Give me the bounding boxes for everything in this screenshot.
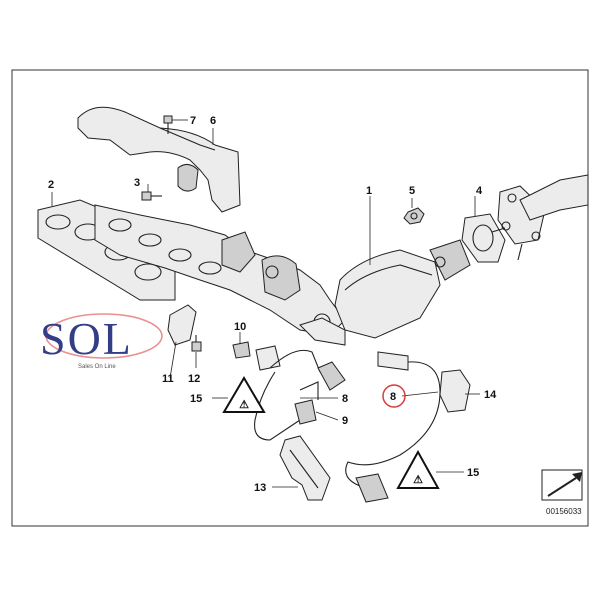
callout-1: 1 [366,185,372,197]
bracket-11 [167,304,197,346]
callout-15-right: 15 [467,467,479,479]
sol-logo: SOL Sales On Line [40,313,163,370]
bracket-13 [279,435,331,501]
warning-triangle-icon: ⚠ [222,376,266,413]
callout-4: 4 [476,185,483,197]
callout-3: 3 [134,177,140,189]
arrow-view-icon [541,469,583,501]
stud-bolt-3 [141,191,162,201]
callout-14: 14 [484,389,497,401]
bolt-12 [191,335,202,352]
callout-12: 12 [188,373,200,385]
warning-triangle-icon: ⚠ [396,449,440,489]
clip-14 [439,369,471,413]
clip-9 [294,399,317,425]
logo-tagline: Sales On Line [78,364,116,370]
oxygen-sensor-right [345,351,441,503]
callout-9: 9 [342,415,348,427]
highlight-ring [382,384,406,408]
callout-10: 10 [234,321,246,333]
svg-text:⚠: ⚠ [239,399,249,411]
leader-lines [51,119,480,488]
oxygen-sensor-left [254,345,346,441]
callout-6: 6 [210,115,216,127]
bolt-7 [163,115,173,134]
callout-13: 13 [254,482,266,494]
logo-text: SOL [40,313,133,364]
callout-11: 11 [162,373,174,385]
document-number: 00156033 [546,507,582,516]
svg-text:⚠: ⚠ [413,474,423,486]
clip-10 [232,341,251,359]
callout-15-left: 15 [190,393,202,405]
callout-8-left: 8 [342,393,348,405]
flange-gasket [461,213,506,263]
nut-5 [403,207,425,225]
catalytic-converter [94,204,471,346]
callout-7: 7 [190,115,196,127]
callout-2: 2 [48,179,54,191]
pipe-flange [491,174,589,261]
callout-8-highlighted: 8 [390,391,396,403]
heat-shield [77,106,241,213]
callout-5: 5 [409,185,415,197]
